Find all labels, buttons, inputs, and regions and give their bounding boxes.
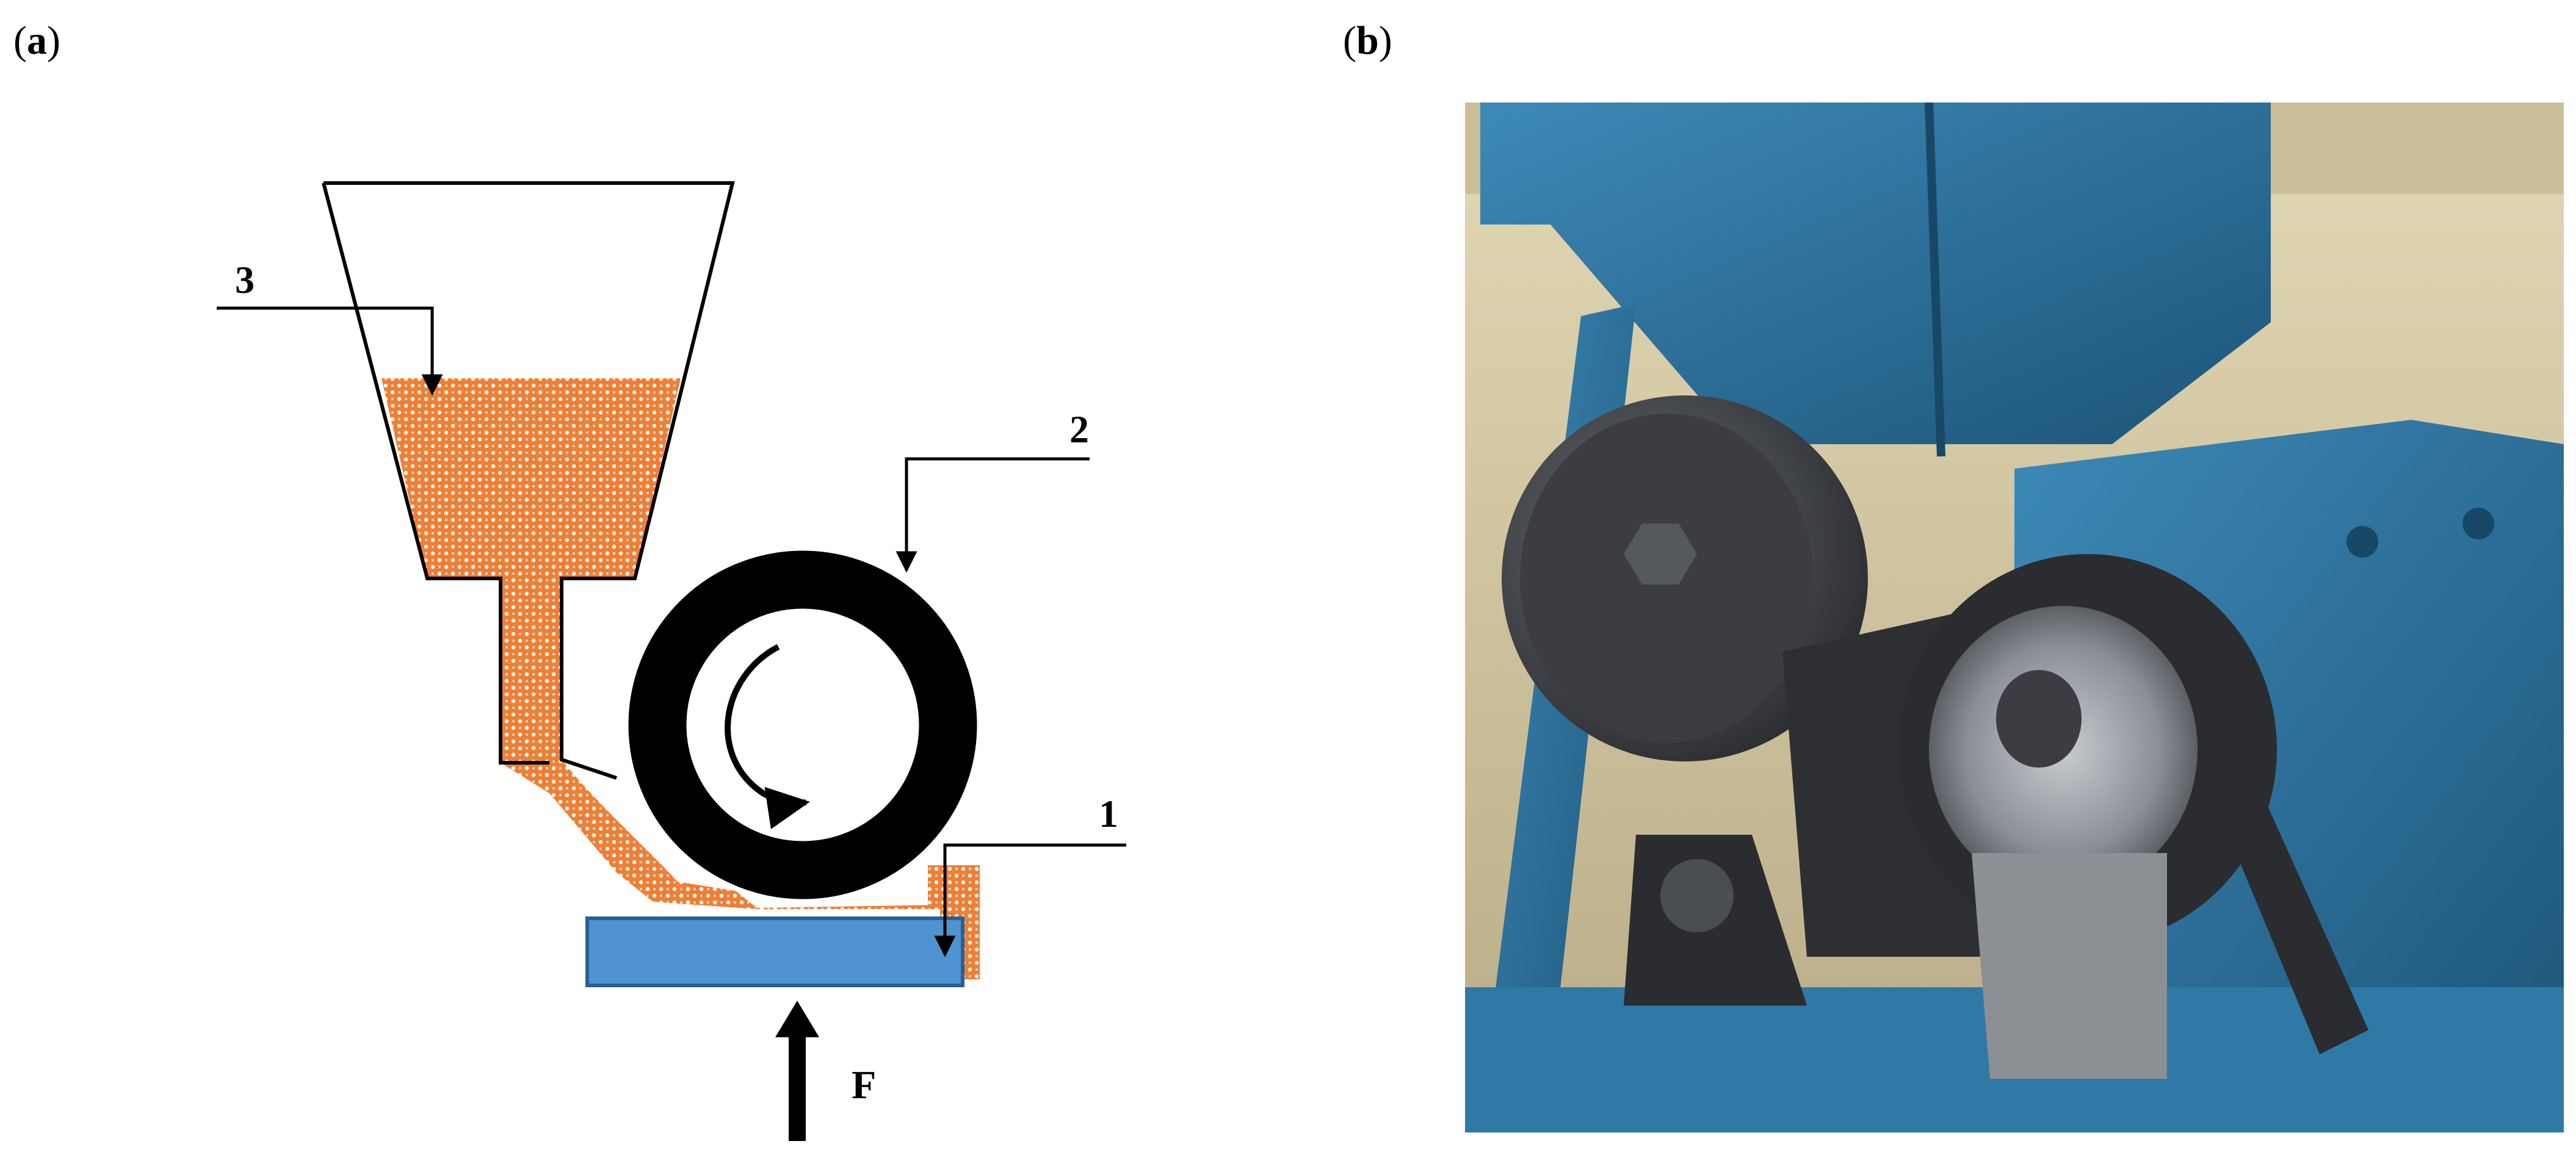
photo-shoe xyxy=(1972,853,2167,1079)
callout-1-leader xyxy=(934,843,1126,957)
photo-roller-hub xyxy=(1996,670,2082,768)
powder-wedge xyxy=(928,865,980,979)
photo-right-guide xyxy=(2216,786,2368,1054)
hopper-left-wall xyxy=(322,182,549,765)
force-arrow-head xyxy=(775,1001,819,1037)
photo-hopper xyxy=(1480,103,2271,444)
force-label: F xyxy=(852,1063,876,1107)
machine-photo xyxy=(1465,103,2564,1132)
roller xyxy=(628,550,977,899)
callout-3-leader xyxy=(217,306,443,396)
callout-1-label: 1 xyxy=(1099,792,1118,835)
photo-hopper-edge xyxy=(1925,103,1945,457)
panel-label-a: (a) xyxy=(13,18,60,63)
panel-label-b: (b) xyxy=(1343,18,1392,63)
powder-bed xyxy=(382,378,980,976)
photo-hex-nut xyxy=(1624,524,1697,585)
callout-2-label: 2 xyxy=(1069,408,1089,451)
substrate-plate xyxy=(585,916,964,987)
callout-2-leader xyxy=(895,457,1090,573)
photo-bolt-hole xyxy=(2346,526,2378,558)
hopper xyxy=(324,181,735,780)
photo-bolt-hole xyxy=(2462,508,2494,539)
schematic-diagram: 3 2 1 F xyxy=(217,181,1126,1141)
rotation-arrow xyxy=(725,644,810,829)
callout-3-label: 3 xyxy=(235,258,255,301)
photo-bracket-bolt xyxy=(1660,859,1734,932)
force-arrow-shaft xyxy=(789,1031,806,1141)
